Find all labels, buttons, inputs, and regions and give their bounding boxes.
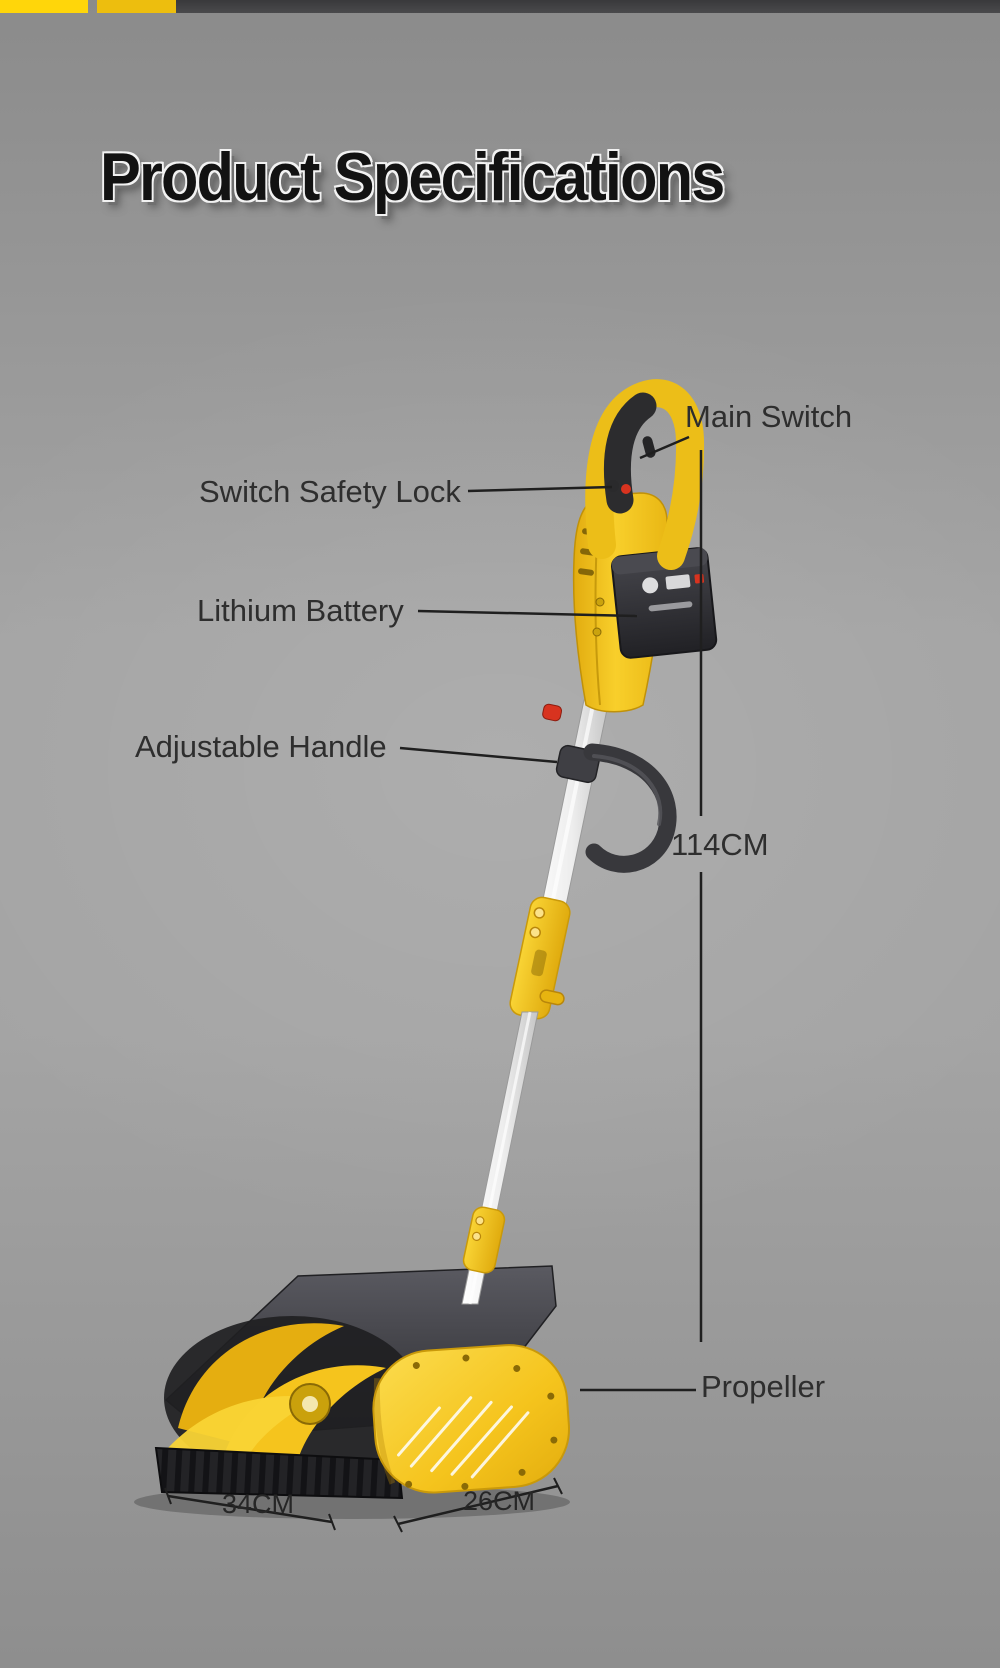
label-depth-dimension: 26CM xyxy=(463,1486,536,1516)
leader-main-switch xyxy=(639,435,690,460)
red-indicator xyxy=(621,484,631,494)
label-width-dimension: 34CM xyxy=(222,1489,295,1519)
page-title: Product Specifications xyxy=(100,139,725,215)
handle-grip xyxy=(603,392,657,514)
label-lithium-battery: Lithium Battery xyxy=(197,593,404,628)
main-handle-loop xyxy=(585,379,705,570)
label-adjustable-handle: Adjustable Handle xyxy=(135,729,387,764)
banner-dark-segment xyxy=(176,0,1000,13)
auger-side-cover xyxy=(372,1344,571,1494)
scraper-bar xyxy=(154,1446,404,1500)
safety-lock-button xyxy=(607,480,619,492)
leader-adjustable-handle xyxy=(399,746,558,764)
dimension-line-width xyxy=(167,1494,333,1524)
pole-coupler-upper xyxy=(509,896,571,1020)
adjustable-assist-handle xyxy=(555,743,677,873)
leader-safety-lock xyxy=(467,485,613,493)
label-height-dimension: 114CM xyxy=(671,827,769,862)
top-banner-remnant xyxy=(0,0,1000,13)
dimension-line-depth xyxy=(397,1484,559,1526)
release-button xyxy=(542,703,563,722)
leader-battery xyxy=(417,609,638,618)
label-main-switch: Main Switch xyxy=(685,399,853,434)
leader-lines xyxy=(164,435,703,1533)
pole-coupler-lower xyxy=(462,1206,506,1274)
label-switch-safety-lock: Switch Safety Lock xyxy=(199,474,461,509)
label-propeller: Propeller xyxy=(701,1369,826,1404)
banner-yellow-segment-2 xyxy=(97,0,176,13)
banner-yellow-segment xyxy=(0,0,88,13)
